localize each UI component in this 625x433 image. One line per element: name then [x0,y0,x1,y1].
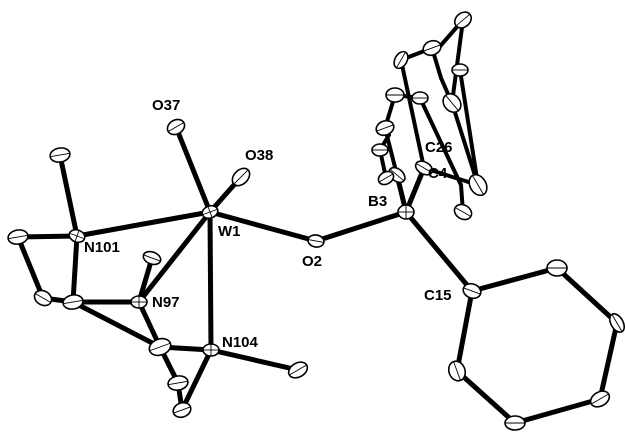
bond-b3-c15 [403,209,475,294]
atom-w1 [201,204,219,220]
bond-c29-c30 [418,96,463,187]
label-o2: O2 [302,253,322,270]
atom-c16 [546,259,568,277]
bond-c5-c6 [450,101,480,187]
bond-ch2a-ch2b [15,234,46,301]
atom-c27 [375,119,395,137]
bond-c19-c20 [454,368,518,426]
label-o38: O38 [245,147,273,164]
bond-c15-c16 [469,265,560,294]
bond-w1-n101 [74,209,213,239]
bond-n101-ch2c [70,233,80,305]
bond-c12-c5 [458,68,480,187]
bond-n104-methyl [208,347,301,373]
atom-c-methyl-n104 [287,361,309,379]
atom-c-ring-a [7,229,29,245]
atom-c-methyl-n101 [49,147,71,163]
label-n101: N101 [84,239,120,256]
label-c4: C4 [428,165,448,182]
atom-c15 [462,282,482,300]
atom-c19 [504,415,526,431]
atom-c7 [453,11,473,29]
atom-c-ring-c [62,294,84,310]
atom-c20 [447,360,467,382]
atoms [7,11,625,431]
bond-w1-o37 [173,124,213,215]
atom-c-ring-f [172,401,192,419]
atom-c28 [385,87,405,103]
bond-c6-c11 [450,18,465,105]
bond-ch2c-ch2d [70,299,163,350]
atom-c32 [371,143,389,157]
bond-c18-c19 [512,396,603,426]
label-n104: N104 [222,334,259,351]
atom-labels: O37 O38 W1 O2 B3 C26 C4 C15 N101 N97 N10… [84,97,453,351]
atom-c18 [589,390,611,408]
atom-c6 [442,92,462,114]
atom-c30 [453,203,473,221]
atom-c17 [608,313,625,333]
atom-n101 [68,228,86,244]
bond-n97-methyl [136,255,155,305]
label-n97: N97 [152,294,180,311]
atom-c8 [422,39,442,57]
atom-c-ring-b [33,289,53,307]
atom-c-ring-d [148,337,172,357]
atom-n104 [202,343,220,357]
bond-c17-c18 [597,320,620,402]
bond-w1-o2 [207,209,319,244]
bond-n101-methyl [57,152,80,239]
atom-c-ring-e [167,375,189,391]
atom-b3 [397,204,415,220]
atom-o38 [231,167,251,187]
label-o37: O37 [152,97,180,114]
label-c26: C26 [425,139,453,156]
bond-o2-b3 [313,209,409,244]
atom-c10 [451,63,469,77]
atom-c29 [411,91,429,105]
atom-o2 [307,234,325,248]
atom-c-methyl-n97 [142,250,162,266]
bond-c9-c4 [399,58,426,170]
atom-c9 [393,50,409,70]
label-c15: C15 [424,287,452,304]
label-w1: W1 [218,223,241,240]
atom-c5 [468,173,488,197]
atom-n97 [130,295,148,309]
label-b3: B3 [368,193,387,210]
bond-c16-c17 [554,265,620,326]
bond-c20-c15 [454,288,475,374]
atom-c31 [377,170,395,186]
atom-o37 [166,118,186,136]
bond-w1-n104 [207,209,214,353]
bond-ch2f-n104 [179,347,214,413]
bond-w1-n97 [136,209,213,305]
atom-c4 [414,160,434,176]
